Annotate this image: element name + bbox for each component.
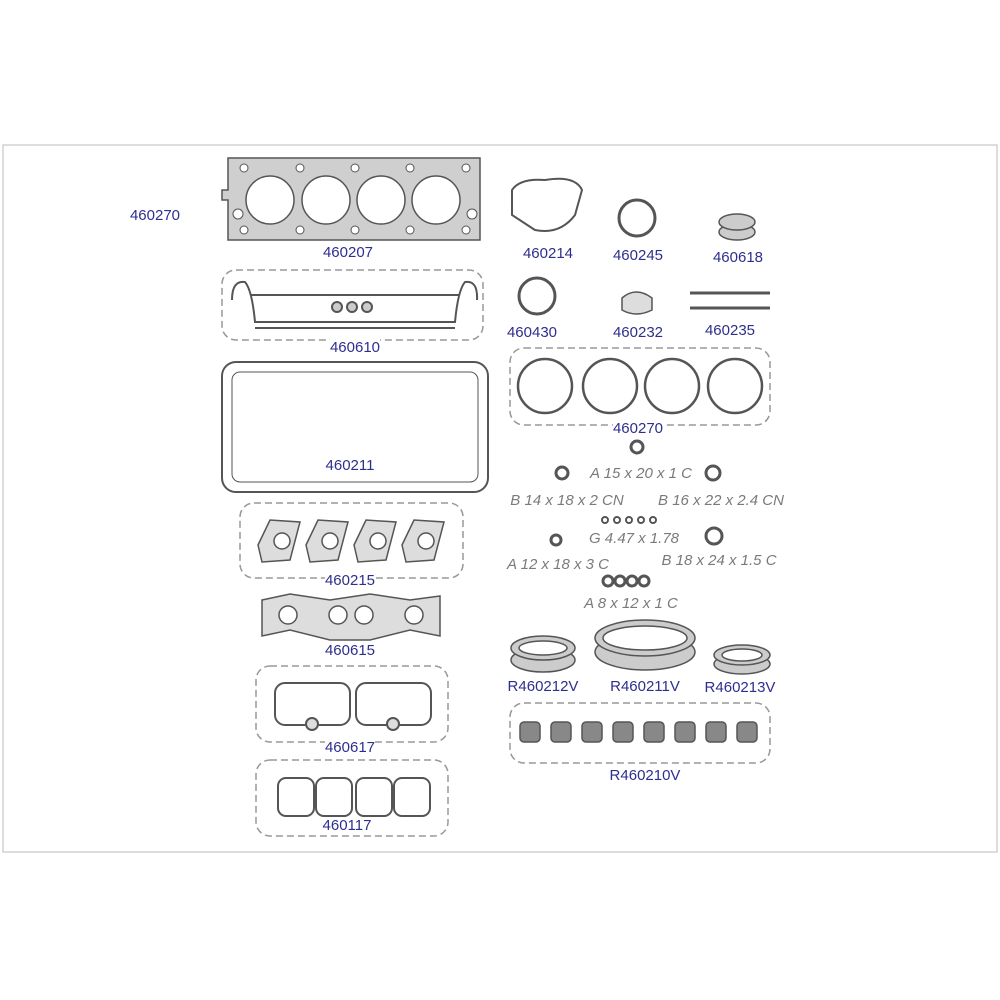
label-ring-245: 460245 bbox=[612, 247, 664, 264]
ring-245-shape bbox=[617, 198, 657, 238]
label-ring-430: 460430 bbox=[506, 324, 558, 341]
label-seal-212: R460212V bbox=[507, 678, 579, 695]
set-617-shape bbox=[274, 682, 432, 731]
label-rods-235: 460235 bbox=[704, 322, 756, 339]
label-head-gasket: 460207 bbox=[322, 244, 374, 261]
set-117-shape bbox=[277, 777, 431, 817]
valve-cover-gasket-shape bbox=[231, 280, 479, 329]
water-pump-gasket-shape bbox=[511, 177, 584, 232]
label-oil-pan: 460211 bbox=[325, 457, 375, 474]
spec-a15: A 15 x 20 x 1 C bbox=[590, 465, 692, 482]
label-seal-211: R460211V bbox=[610, 678, 680, 695]
set-117-box bbox=[255, 759, 449, 837]
spec-b16: B 16 x 22 x 2.4 CN bbox=[658, 492, 784, 509]
liner-rings-shape bbox=[516, 357, 764, 415]
label-valve-cover: 460610 bbox=[329, 339, 381, 356]
label-flange-232: 460232 bbox=[612, 324, 664, 341]
rods-235-shape bbox=[690, 291, 770, 310]
oil-pan-gasket-shape bbox=[221, 361, 489, 493]
label-water-pump: 460214 bbox=[522, 245, 574, 262]
exhaust-manifold-gasket-shape bbox=[261, 593, 441, 641]
label-seal-213: R460213V bbox=[704, 679, 776, 696]
label-kit: 460270 bbox=[129, 207, 181, 224]
frame-border bbox=[2, 144, 998, 853]
label-exhaust-manifold: 460615 bbox=[324, 642, 376, 659]
label-liner-rings: 460270 bbox=[612, 420, 664, 437]
head-gasket-shape bbox=[221, 157, 481, 241]
crank-seals-shape bbox=[510, 619, 771, 675]
label-ring-618: 460618 bbox=[712, 249, 764, 266]
spec-a12: A 12 x 18 x 3 C bbox=[507, 556, 609, 573]
flange-232-shape bbox=[621, 291, 653, 315]
label-intake-set: 460215 bbox=[324, 572, 376, 589]
ring-618-shape bbox=[718, 213, 756, 241]
o-rings-shape bbox=[549, 439, 724, 588]
spec-a8: A 8 x 12 x 1 C bbox=[584, 595, 678, 612]
set-617-box bbox=[255, 665, 449, 743]
ring-430-shape bbox=[517, 276, 557, 316]
spec-b18: B 18 x 24 x 1.5 C bbox=[661, 552, 777, 569]
label-stem-seals: R460210V bbox=[609, 767, 681, 784]
spec-g447: G 4.47 x 1.78 bbox=[588, 530, 680, 547]
intake-gaskets-shape bbox=[257, 519, 445, 563]
spec-b14: B 14 x 18 x 2 CN bbox=[510, 492, 624, 509]
stem-seals-shape bbox=[519, 721, 758, 743]
label-set-617: 460617 bbox=[324, 739, 376, 756]
stem-seals-box bbox=[509, 702, 771, 764]
label-set-117: 460117 bbox=[322, 817, 372, 834]
